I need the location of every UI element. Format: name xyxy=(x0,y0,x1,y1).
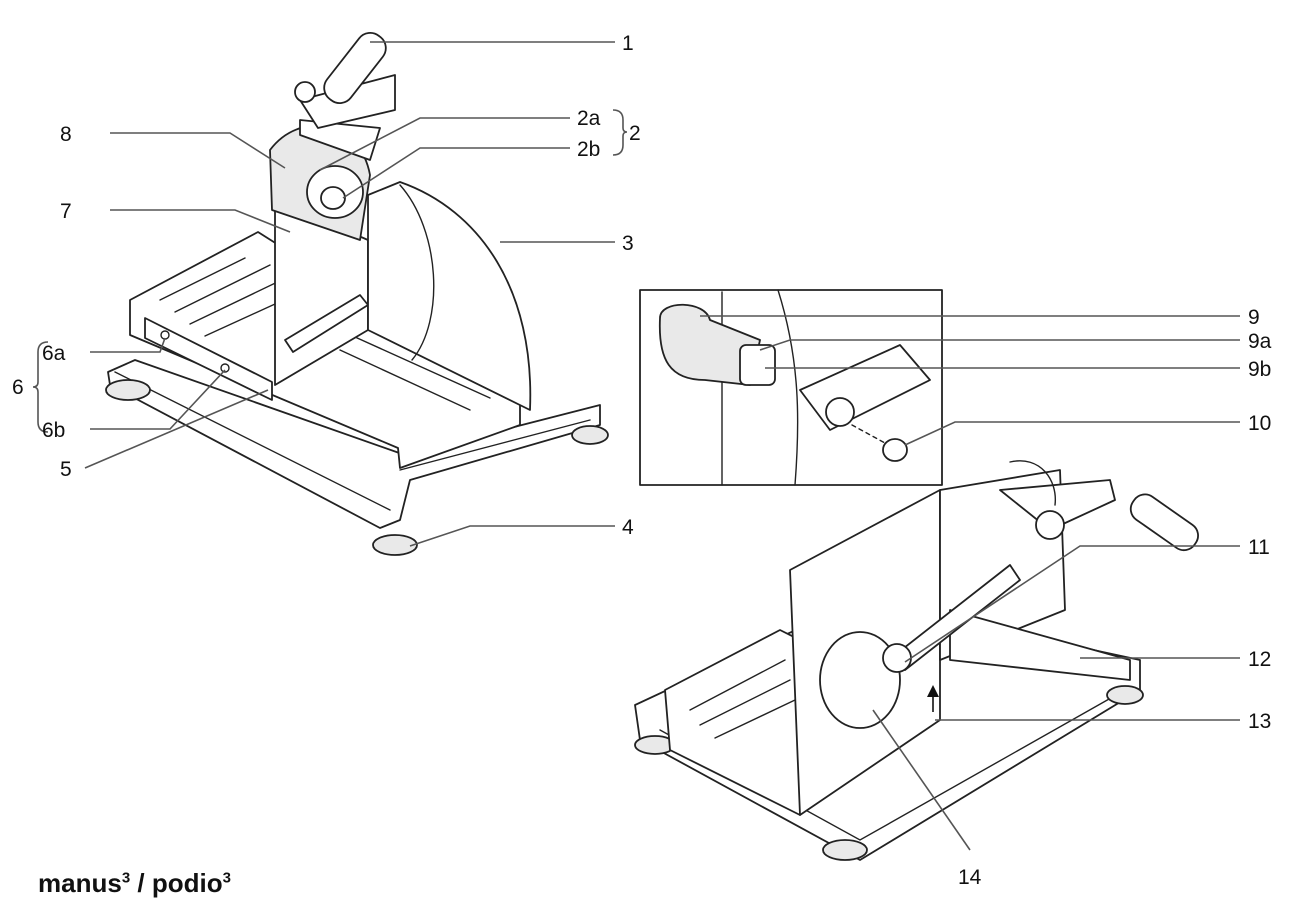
base-plate xyxy=(107,359,601,529)
product-title: manus3 / podio3 xyxy=(38,868,231,899)
product-name-a: manus xyxy=(38,868,122,898)
foot xyxy=(105,379,151,401)
foot xyxy=(1106,685,1144,705)
product-sup-a: 3 xyxy=(121,869,131,887)
foot xyxy=(571,425,609,445)
product-name-b: podio xyxy=(151,868,223,898)
label-1: 1 xyxy=(622,32,634,55)
detail-shaft xyxy=(739,344,776,386)
label-7: 7 xyxy=(60,200,72,223)
label-2b: 2b xyxy=(577,138,600,161)
rear-crank-arm xyxy=(999,479,1116,531)
detail-screw xyxy=(882,438,908,462)
label-3: 3 xyxy=(622,232,634,255)
front-view-slicer xyxy=(105,31,609,556)
label-2: 2 xyxy=(629,122,641,145)
hub-screw xyxy=(320,186,346,210)
rear-crank-pivot xyxy=(1035,510,1065,540)
crank-handle xyxy=(323,31,387,105)
blade-housing xyxy=(367,181,532,411)
detail-hole xyxy=(825,397,855,427)
foot xyxy=(372,534,418,556)
lever-pivot xyxy=(882,643,912,673)
motor-cover xyxy=(949,609,1131,681)
label-11: 11 xyxy=(1248,536,1270,559)
label-12: 12 xyxy=(1248,648,1271,671)
label-9b: 9b xyxy=(1248,358,1271,381)
part-labels: 1 2a 2b 2 3 4 5 6 6a 6b 7 8 9 9a 9b 10 1… xyxy=(12,32,1272,889)
product-sup-b: 3 xyxy=(222,869,231,887)
label-6: 6 xyxy=(12,376,24,399)
thickness-knob xyxy=(819,631,901,729)
title-separator: / xyxy=(130,868,152,898)
label-9a: 9a xyxy=(1248,330,1272,353)
label-14: 14 xyxy=(958,866,982,889)
label-2a: 2a xyxy=(577,107,601,130)
carriage-rail xyxy=(144,317,273,401)
rear-crank-handle xyxy=(1129,493,1199,552)
label-10: 10 xyxy=(1248,412,1271,435)
label-8: 8 xyxy=(60,123,72,146)
label-6b: 6b xyxy=(42,419,65,442)
label-6a: 6a xyxy=(42,342,66,365)
rear-view-slicer xyxy=(634,289,1199,861)
leader-lines xyxy=(32,41,1240,851)
arrow-13 xyxy=(927,685,939,697)
label-13: 13 xyxy=(1248,710,1271,733)
foot xyxy=(822,839,868,861)
label-9: 9 xyxy=(1248,306,1260,329)
label-4: 4 xyxy=(622,516,634,539)
crank-pivot xyxy=(294,81,316,103)
label-5: 5 xyxy=(60,458,72,481)
